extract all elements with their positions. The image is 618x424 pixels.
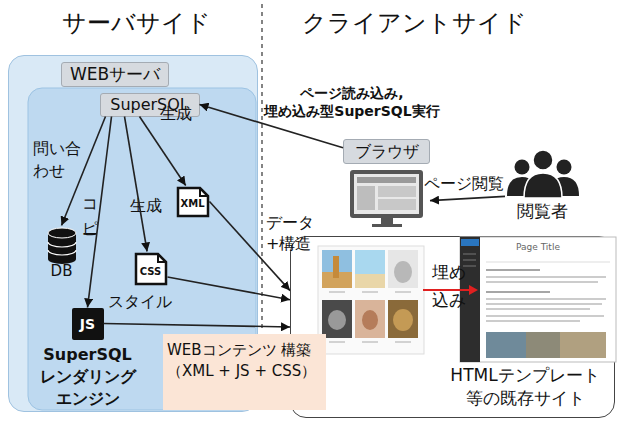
- note-text: WEBコンテンツ 構築 （XML + JS + CSS）: [167, 340, 324, 382]
- template-sidebar: [463, 254, 476, 255]
- template-text: [486, 269, 540, 271]
- caption-line: [329, 342, 345, 343]
- photo-tile: [355, 300, 385, 338]
- template-screenshot: [460, 237, 616, 362]
- people-icon: [524, 173, 562, 198]
- connector-arrow: [125, 117, 148, 252]
- icon-label: CSS: [134, 265, 168, 279]
- template-text: [486, 308, 590, 310]
- monitor-icon: [381, 218, 393, 224]
- caption-line: [395, 292, 411, 293]
- edge-label: 生成: [130, 196, 162, 216]
- annotation-label: 埋め込み: [432, 258, 472, 314]
- gallery-screenshot: [318, 246, 424, 354]
- edge-label: 生成: [160, 104, 192, 124]
- caption-line: [362, 342, 378, 343]
- template-image: [486, 332, 606, 358]
- caption-line: [362, 292, 378, 293]
- divider-line: [261, 4, 262, 330]
- edge-label: スタイル: [108, 292, 172, 312]
- edge-label: ページ読み込み, 埋め込み型SuperSQL実行: [262, 84, 442, 120]
- user-node: 閲覧者: [505, 148, 580, 226]
- caption-line: [329, 292, 345, 293]
- embed-arrow: [469, 285, 478, 295]
- connector-arrow: [168, 277, 291, 300]
- box-label: ブラウザ: [343, 139, 430, 164]
- note-box: WEBコンテンツ 構築 （XML + JS + CSS）: [163, 334, 326, 410]
- photo-tile: [393, 309, 413, 331]
- monitor-icon: [378, 186, 416, 197]
- connector-arrow: [140, 117, 186, 186]
- edge-label: データ +構造: [266, 212, 324, 254]
- side-heading: サーバサイド: [62, 8, 211, 38]
- engine-node: JSSuperSQL レンダリング エンジン: [72, 308, 104, 340]
- database-node: DB: [40, 226, 84, 282]
- edge-label: ページ閲覧: [424, 174, 504, 194]
- file-node: XML: [176, 186, 210, 218]
- file-node: CSS: [134, 252, 168, 286]
- photo-tile: [355, 250, 385, 288]
- icon-label: DB: [40, 261, 84, 281]
- photo-tile: [394, 261, 412, 283]
- people-icon: [515, 160, 530, 175]
- monitor-icon: [354, 174, 419, 214]
- connector-arrow: [104, 324, 291, 328]
- template-text: [486, 303, 602, 305]
- photo-tile: [322, 300, 352, 338]
- monitor-icon: [350, 170, 423, 218]
- template-text: [486, 291, 550, 293]
- database-icon: [48, 228, 76, 238]
- photo-tile: [355, 274, 385, 288]
- template-text: [486, 276, 606, 278]
- caption-line: [395, 342, 411, 343]
- photo-tile: [388, 300, 418, 338]
- container-heading: WEBサーバ: [61, 62, 169, 87]
- container-caption: HTMLテンプレート 等の既存サイト: [439, 364, 611, 410]
- browser-node: ブラウザ: [343, 139, 430, 227]
- monitor-icon: [357, 186, 375, 210]
- template-text: [486, 315, 604, 317]
- side-heading: クライアントサイド: [302, 8, 527, 38]
- file-icon: [72, 308, 104, 340]
- photo-tile: [328, 310, 346, 330]
- connector-arrow: [62, 117, 106, 226]
- template-sidebar: [463, 260, 476, 261]
- template-sidebar: [461, 239, 479, 246]
- photo-tile: [322, 250, 352, 288]
- monitor-icon: [372, 224, 402, 227]
- file-icon: [158, 254, 166, 262]
- connector-arrow: [430, 196, 505, 200]
- template-text: [486, 262, 610, 263]
- monitor-icon: [378, 199, 416, 210]
- photo-tile: [333, 256, 339, 278]
- engine-caption: SuperSQL レンダリング エンジン: [32, 344, 144, 410]
- template-text: [486, 320, 580, 322]
- icon-label: XML: [176, 197, 210, 211]
- database-icon: [48, 242, 76, 247]
- template-text: [486, 281, 598, 283]
- photo-tile: [388, 250, 418, 288]
- edge-label: コピー: [80, 190, 100, 226]
- people-icon: [557, 160, 572, 175]
- template-image: [486, 332, 526, 358]
- template-image: [560, 332, 606, 358]
- template-text: [486, 298, 606, 300]
- icon-label: JS: [72, 315, 104, 333]
- icon-label: 閲覧者: [505, 200, 580, 222]
- database-icon: [48, 250, 76, 255]
- screenshot-title: Page Title: [516, 242, 560, 253]
- edge-label: 問い合わせ: [33, 138, 85, 182]
- photo-tile: [362, 310, 378, 330]
- people-icon: [533, 150, 553, 170]
- monitor-icon: [357, 177, 416, 183]
- file-icon: [200, 188, 208, 196]
